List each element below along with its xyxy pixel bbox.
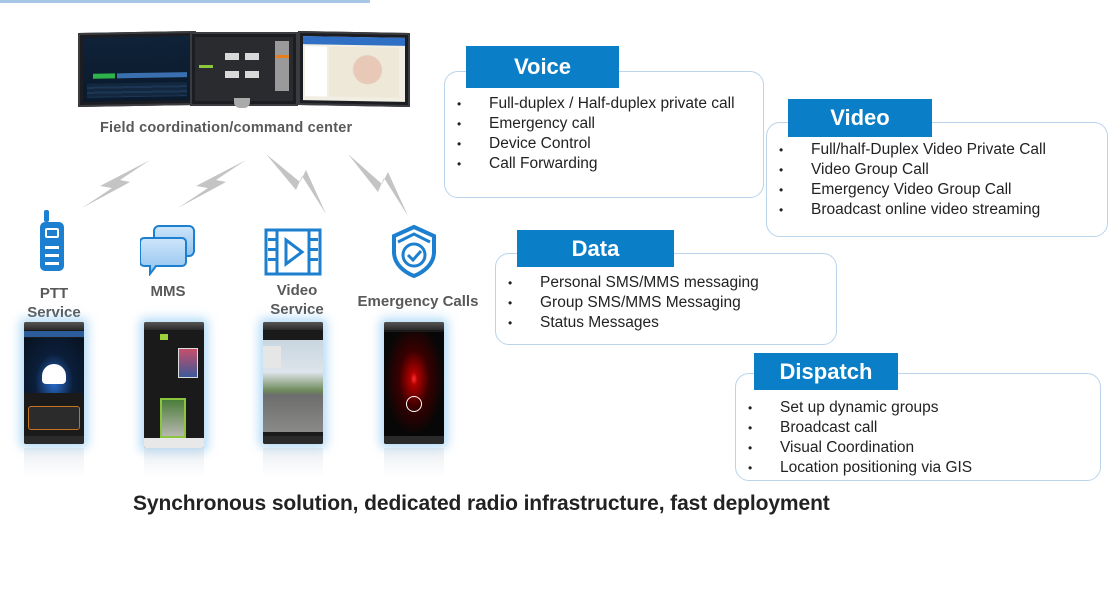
feature-box-data: Personal SMS/MMS messaging Group SMS/MMS… — [495, 253, 837, 345]
box-title-dispatch: Dispatch — [754, 353, 898, 390]
feature-item: Emergency Video Group Call — [779, 180, 1046, 200]
feature-item: Full-duplex / Half-duplex private call — [457, 94, 735, 114]
shield-check-icon — [392, 224, 436, 278]
monitor-center — [190, 32, 298, 106]
footer-tagline: Synchronous solution, dedicated radio in… — [133, 492, 830, 515]
chat-bubbles-icon — [140, 225, 195, 276]
feature-item: Broadcast online video streaming — [779, 200, 1046, 220]
feature-item: Visual Coordination — [748, 438, 972, 458]
feature-item: Full/half-Duplex Video Private Call — [779, 140, 1046, 160]
wireless-signals — [82, 154, 408, 216]
phone-reflection — [144, 448, 204, 478]
monitor-stand — [234, 98, 250, 108]
phone-reflection — [384, 448, 444, 478]
phone-ptt-screen — [24, 322, 84, 444]
feature-item: Broadcast call — [748, 418, 972, 438]
walkie-talkie-icon — [40, 210, 64, 271]
box-title-data: Data — [517, 230, 674, 267]
lightning-bolt-icon — [348, 154, 408, 216]
box-title-voice: Voice — [466, 46, 619, 88]
feature-item: Device Control — [457, 134, 735, 154]
feature-item: Personal SMS/MMS messaging — [508, 273, 759, 293]
phone-mms-screen — [144, 322, 204, 448]
service-mms: MMS — [150, 283, 186, 300]
monitor-right-map — [298, 31, 410, 107]
feature-box-video: Full/half-Duplex Video Private Call Vide… — [766, 122, 1108, 237]
service-emergency: Emergency Calls — [357, 293, 479, 310]
feature-box-voice: Full-duplex / Half-duplex private call E… — [444, 71, 764, 198]
command-center-monitors — [72, 30, 412, 112]
phone-reflection — [263, 448, 323, 478]
phone-video-screen — [263, 322, 323, 444]
top-accent-bar — [0, 0, 370, 3]
feature-box-dispatch: Set up dynamic groups Broadcast call Vis… — [735, 373, 1101, 481]
service-video: Video Service — [270, 282, 324, 318]
phone-reflection — [24, 448, 84, 478]
feature-item: Status Messages — [508, 313, 759, 333]
service-ptt: PTT Service — [27, 285, 81, 321]
box-title-video: Video — [788, 99, 932, 137]
lightning-bolt-icon — [266, 154, 326, 214]
feature-item: Emergency call — [457, 114, 735, 134]
monitor-left — [78, 30, 196, 108]
video-film-icon — [264, 228, 322, 276]
command-center-label: Field coordination/command center — [100, 120, 353, 136]
feature-item: Call Forwarding — [457, 154, 735, 174]
feature-item: Video Group Call — [779, 160, 1046, 180]
feature-item: Group SMS/MMS Messaging — [508, 293, 759, 313]
lightning-bolt-icon — [178, 160, 246, 208]
feature-item: Set up dynamic groups — [748, 398, 972, 418]
phone-emergency-screen — [384, 322, 444, 444]
lightning-bolt-icon — [82, 160, 150, 208]
feature-item: Location positioning via GIS — [748, 458, 972, 478]
